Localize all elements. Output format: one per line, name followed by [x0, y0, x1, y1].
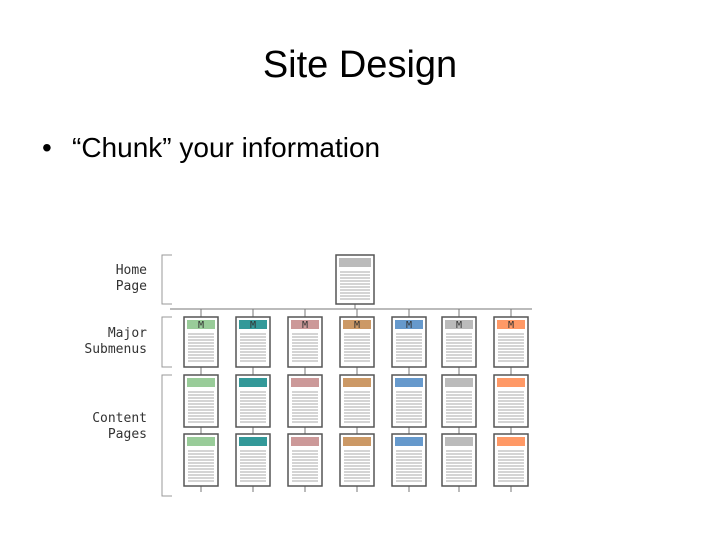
content-page-2-2-header-bar — [239, 437, 267, 446]
content-page-1-2-header-bar — [239, 378, 267, 387]
content-page-1-6-header-bar — [445, 378, 473, 387]
submenu-page-6-marker: M — [456, 320, 462, 331]
content-page-2-3-header-bar — [291, 437, 319, 446]
content-page-2-7-header-bar — [497, 437, 525, 446]
page-title: Site Design — [262, 44, 458, 86]
content-page-2-1-header-bar — [187, 437, 215, 446]
submenu-page-6-header-bar — [445, 320, 473, 329]
bracket-submenus — [161, 316, 172, 368]
submenu-page-1-marker: M — [198, 320, 204, 331]
content-page-1-7-header-bar — [497, 378, 525, 387]
label-content-line-1: Content — [92, 411, 147, 426]
submenu-page-4-marker: M — [354, 320, 360, 331]
submenu-page-3-marker: M — [302, 320, 308, 331]
bullet-marker: • — [42, 132, 52, 163]
label-home-line-1: Home — [115, 263, 147, 278]
submenu-page-5-marker: M — [406, 320, 412, 331]
label-home-page: Home Page — [60, 263, 147, 295]
label-content-pages: Content Pages — [60, 411, 147, 443]
label-submenus-line-1: Major — [107, 326, 147, 341]
submenu-page-4-header-bar — [343, 320, 371, 329]
label-content-line-2: Pages — [107, 427, 147, 442]
content-page-1-4-header-bar — [343, 378, 371, 387]
content-page-2-4-header-bar — [343, 437, 371, 446]
content-page-1-5-header-bar — [395, 378, 423, 387]
submenu-page-2-marker: M — [250, 320, 256, 331]
submenu-page-7-header-bar — [497, 320, 525, 329]
label-major-submenus: Major Submenus — [60, 326, 147, 358]
label-home-line-2: Page — [115, 279, 147, 294]
bullet-text: “Chunk” your information — [72, 132, 381, 163]
content-page-1-1-header-bar — [187, 378, 215, 387]
content-page-2-5-header-bar — [395, 437, 423, 446]
submenu-page-7-marker: M — [508, 320, 514, 331]
bracket-home — [161, 254, 172, 305]
submenu-page-3-header-bar — [291, 320, 319, 329]
bullet-item: • “Chunk” your information — [42, 132, 380, 164]
bracket-content — [161, 374, 172, 497]
label-submenus-line-2: Submenus — [84, 342, 147, 357]
submenu-page-5-header-bar — [395, 320, 423, 329]
content-page-2-6-header-bar — [445, 437, 473, 446]
content-page-1-3-header-bar — [291, 378, 319, 387]
submenu-page-2-header-bar — [239, 320, 267, 329]
home-page-header-bar — [339, 258, 371, 267]
submenu-page-1-header-bar — [187, 320, 215, 329]
